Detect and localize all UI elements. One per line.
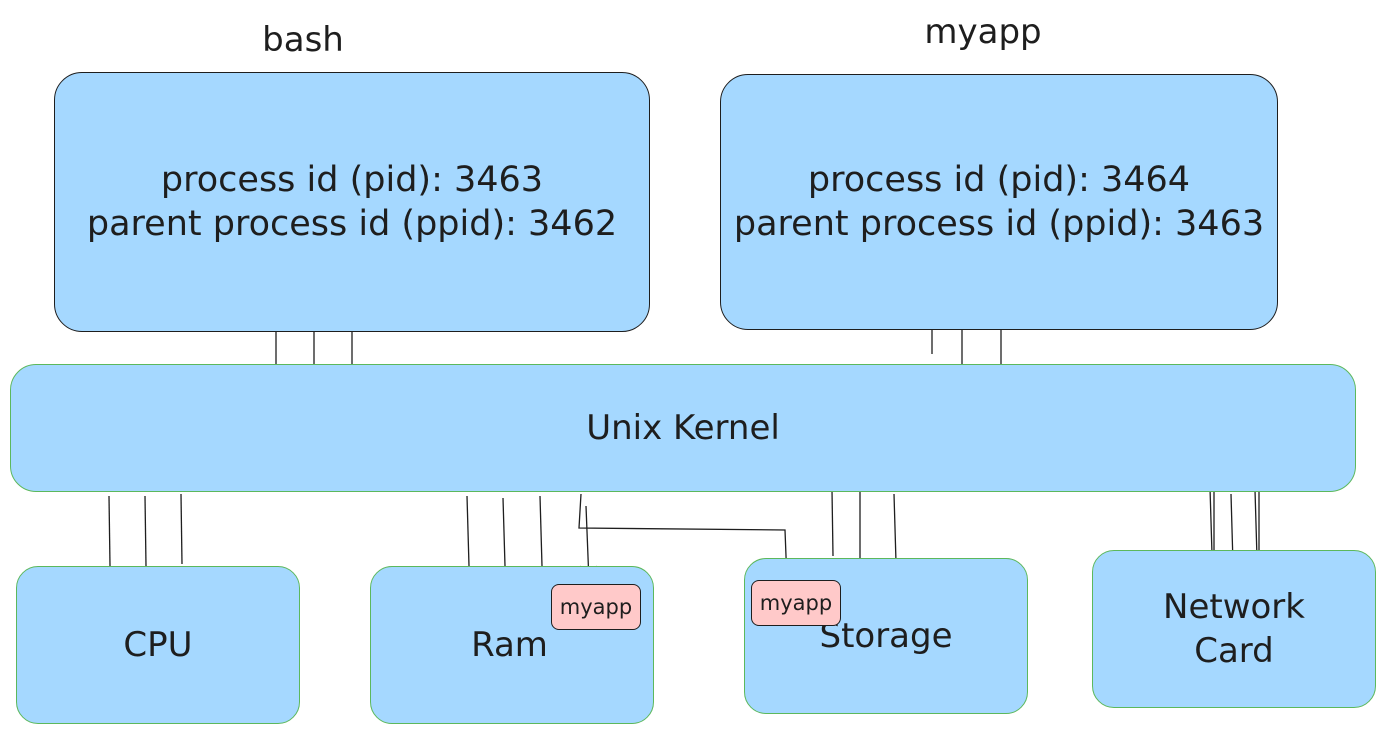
network-card-label-line1: Network: [1163, 587, 1305, 627]
kernel-storage-line-1: [831, 489, 834, 557]
kernel-ram-line-2: [502, 497, 506, 567]
ram-myapp-tag: myapp: [551, 584, 641, 630]
kernel-ram-line-1: [466, 495, 470, 567]
kernel-storage-line-3: [893, 493, 897, 563]
kernel-network-line-1: [1209, 487, 1213, 555]
kernel-cpu-line-2: [144, 495, 147, 567]
unix-kernel-label: Unix Kernel: [586, 408, 780, 448]
myapp-title: myapp: [924, 12, 1042, 52]
storage-label: Storage: [819, 616, 953, 656]
myapp-pid-text: process id (pid): 3464: [807, 160, 1191, 200]
cpu-box: CPU: [16, 566, 300, 724]
bash-process-box: process id (pid): 3463 parent process id…: [54, 72, 650, 332]
cpu-label: CPU: [123, 625, 193, 665]
unix-kernel-box: Unix Kernel: [10, 364, 1356, 492]
network-card-box: Network Card: [1092, 550, 1376, 708]
storage-myapp-tag: myapp: [751, 580, 841, 626]
kernel-cpu-line-1: [108, 495, 111, 567]
kernel-network-line-3: [1254, 489, 1258, 559]
kernel-ram-line-3: [539, 495, 543, 567]
bash-pid-text: process id (pid): 3463: [160, 160, 544, 200]
bash-title: bash: [262, 20, 344, 60]
bash-ppid-text: parent process id (ppid): 3462: [86, 204, 618, 244]
network-card-label-line2: Card: [1194, 631, 1274, 671]
myapp-ppid-text: parent process id (ppid): 3463: [733, 204, 1265, 244]
kernel-cpu-line-3: [180, 493, 183, 565]
myapp-process-box: process id (pid): 3464 parent process id…: [720, 74, 1278, 330]
ram-label: Ram: [471, 625, 548, 665]
